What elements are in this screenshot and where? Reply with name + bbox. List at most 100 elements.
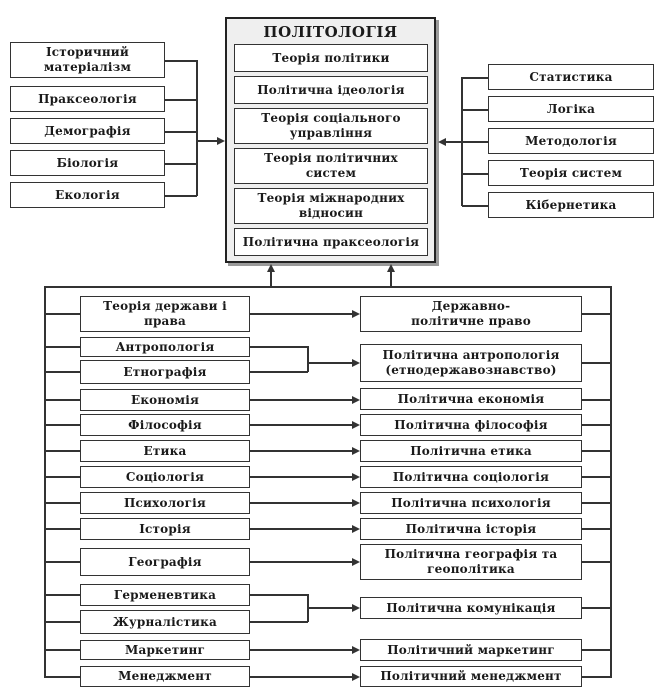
right-bus-connector [582,399,610,401]
left-bus-connector [45,594,80,596]
right-source-logic: Логіка [488,96,654,122]
left-source-bus [196,60,198,196]
flow-arrow [352,558,360,566]
right-bus-connector [582,607,610,609]
left-bus-connector [45,621,80,623]
right-bus-connector [582,676,610,678]
discipline-anthropology: Антропологія [80,337,250,357]
right-bus-connector [582,313,610,315]
discipline-psychology: Психологія [80,492,250,514]
central-item-political-ideology: Політична ідеологія [234,76,428,104]
discipline-state-law-theory: Теорія держави і права [80,296,250,332]
right-source-statistics: Статистика [488,64,654,90]
discipline-history: Історія [80,518,250,540]
branch-political-psychology: Політична психологія [360,492,582,514]
merge-connector [250,346,308,348]
right-source-connector [462,141,488,143]
right-source-connector [462,205,488,207]
flow-arrow [352,310,360,318]
left-source-connector [165,60,197,62]
right-bus-connector [582,502,610,504]
discipline-ethics: Етика [80,440,250,462]
right-bus-connector [582,450,610,452]
discipline-ethnography: Етнографія [80,360,250,384]
flow-arrow [352,604,360,612]
discipline-hermeneutics: Герменевтика [80,584,250,606]
branch-state-political-law: Державно-політичне право [360,296,582,332]
left-bus-connector [45,371,80,373]
flow-connector [250,502,352,504]
branch-political-management: Політичний менеджмент [360,666,582,687]
merge-bus [307,346,309,372]
discipline-geography: Географія [80,548,250,576]
flow-connector [250,528,352,530]
central-item-political-praxeology: Політична праксеологія [234,228,428,256]
right-bus [610,286,612,678]
left-source-demography: Демографія [10,118,165,144]
left-bus-connector [45,528,80,530]
right-source-feed [446,141,462,143]
left-bus-connector [45,561,80,563]
bottom-frame-top [44,286,611,288]
up-connector-right [390,272,392,287]
right-bus-connector [582,362,610,364]
flow-connector [250,649,352,651]
left-bus-connector [45,676,80,678]
branch-political-anthropology: Політична антропологія (етнодержавознавс… [360,344,582,382]
central-title: ПОЛІТОЛОГІЯ [263,23,398,41]
discipline-philosophy: Філософія [80,414,250,436]
right-bus-connector [582,528,610,530]
central-item-theory-of-politics: Теорія політики [234,44,428,72]
branch-political-communication: Політична комунікація [360,597,582,619]
right-source-arrow [438,138,446,146]
branch-political-geography-geopolitics: Політична географія та геополітика [360,544,582,580]
flow-arrow [352,499,360,507]
left-source-feed [196,140,217,142]
merge-connector [250,371,308,373]
left-source-arrow [217,137,225,145]
up-arrow-left [267,264,275,272]
left-source-praxeology: Праксеологія [10,86,165,112]
right-source-methodology: Методологія [488,128,654,154]
branch-political-history: Політична історія [360,518,582,540]
left-bus-connector [45,424,80,426]
right-bus-connector [582,476,610,478]
merge-bus [307,594,309,622]
right-source-connector [462,173,488,175]
merge-connector [250,621,308,623]
left-bus-connector [45,502,80,504]
up-arrow-right [387,264,395,272]
left-bus [44,286,46,678]
left-source-connector [165,99,197,101]
merge-connector [250,594,308,596]
left-bus-connector [45,399,80,401]
flow-connector [250,450,352,452]
discipline-economics: Економія [80,389,250,411]
discipline-sociology: Соціологія [80,466,250,488]
flow-connector [250,424,352,426]
branch-political-marketing: Політичний маркетинг [360,639,582,661]
flow-connector [250,313,352,315]
right-bus-connector [582,649,610,651]
right-source-connector [462,77,488,79]
discipline-journalism: Журналістика [80,610,250,634]
left-bus-connector [45,476,80,478]
flow-arrow [352,673,360,681]
central-item-political-systems-theory: Теорія політичних систем [234,148,428,184]
right-bus-connector [582,424,610,426]
left-bus-connector [45,450,80,452]
flow-connector [250,561,352,563]
right-source-systems-theory: Теорія систем [488,160,654,186]
up-connector-left [270,272,272,287]
flow-connector [250,399,352,401]
discipline-marketing: Маркетинг [80,640,250,660]
left-source-connector [165,131,197,133]
flow-arrow [352,359,360,367]
left-bus-connector [45,649,80,651]
left-bus-connector [45,313,80,315]
left-source-ecology: Екологія [10,182,165,208]
branch-political-economy: Політична економія [360,388,582,410]
left-source-historical-materialism: Історичний матеріалізм [10,42,165,78]
flow-connector [250,676,352,678]
flow-arrow [352,646,360,654]
